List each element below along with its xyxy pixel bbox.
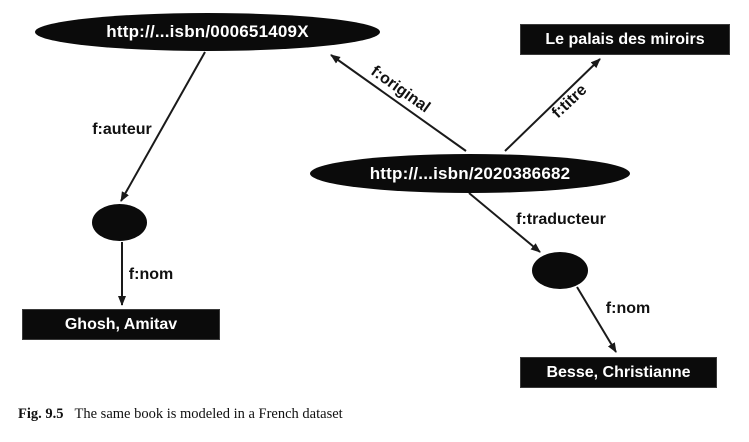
- node-book-original-label: http://...isbn/000651409X: [106, 22, 309, 41]
- node-book-french-label: http://...isbn/2020386682: [369, 163, 571, 183]
- edge-label-f-traducteur: f:traducteur: [516, 211, 606, 228]
- blank-node-translator: [532, 252, 588, 289]
- figure-caption-text: The same book is modeled in a French dat…: [74, 406, 343, 422]
- edge-label-f-nom-left: f:nom: [128, 266, 174, 283]
- node-book-french-uri: http://...isbn/2020386682: [310, 154, 630, 193]
- edge-label-f-nom-right: f:nom: [605, 300, 651, 317]
- figure-caption-number: Fig. 9.5: [18, 406, 64, 422]
- figure-caption: Fig. 9.5 The same book is modeled in a Fr…: [18, 406, 343, 423]
- edge-f-titre: [504, 58, 601, 152]
- edge-f-original: [330, 54, 467, 152]
- edge-f-nom-right: [576, 286, 617, 353]
- node-author-literal: Ghosh, Amitav: [22, 309, 220, 340]
- node-title-literal: Le palais des miroirs: [520, 24, 730, 55]
- edge-label-f-auteur: f:auteur: [92, 121, 152, 138]
- edge-f-traducteur: [468, 192, 541, 253]
- node-author-label: Ghosh, Amitav: [64, 315, 178, 333]
- node-book-original-uri: http://...isbn/000651409X: [35, 13, 380, 51]
- node-translator-literal: Besse, Christianne: [520, 357, 717, 388]
- node-translator-label: Besse, Christianne: [546, 363, 691, 381]
- edge-f-auteur: [120, 51, 206, 202]
- node-title-label: Le palais des miroirs: [545, 30, 705, 48]
- blank-node-author: [92, 204, 147, 241]
